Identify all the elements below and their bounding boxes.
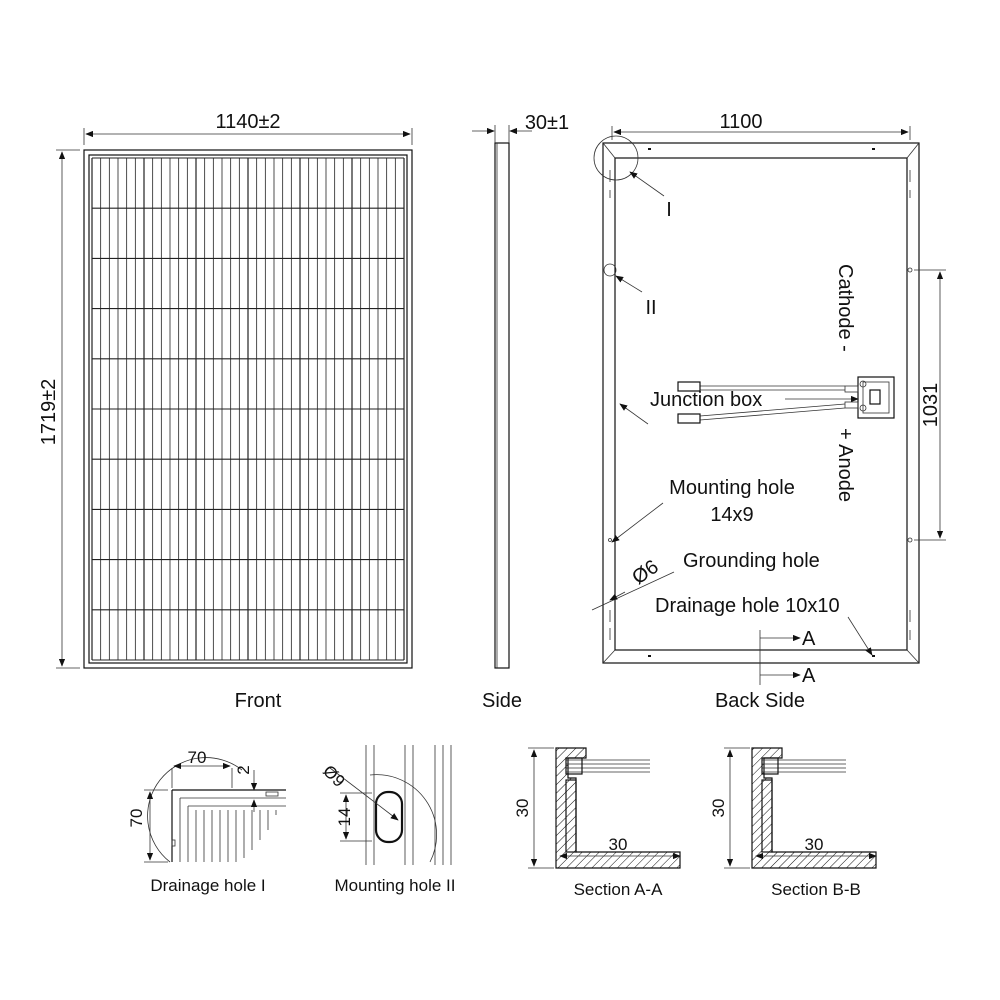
section-mark-a-top: A: [802, 628, 816, 650]
back-frame-outer: [602, 142, 920, 664]
section-bb-width-dim: 30: [805, 835, 824, 854]
back-width-label: 1100: [719, 111, 762, 133]
front-width-label: 1140±2: [215, 111, 280, 133]
mounting-hole-right-top: [907, 267, 913, 273]
drainage-hole-detail: 70 70 2: [127, 748, 286, 863]
side-view: 30±1: [472, 112, 569, 669]
detail-1-marker: [593, 135, 639, 181]
section-aa-height-dim: 30: [513, 799, 532, 818]
mounting-hole-label: Mounting hole: [669, 477, 795, 499]
drainage-hole-title: Drainage hole I: [150, 876, 265, 895]
cell-grid: [91, 157, 405, 661]
mounting-diameter-dim: Ø9: [319, 761, 348, 790]
side-thickness-label: 30±1: [525, 112, 569, 134]
mounting-hole-detail: 14 Ø9: [319, 745, 452, 865]
mounting-slot: [374, 790, 404, 844]
mounting-hole-title: Mounting hole II: [335, 876, 456, 895]
detail-1-label: I: [666, 199, 672, 221]
junction-box-label: Junction box: [650, 389, 762, 411]
back-view-title: Back Side: [715, 690, 805, 712]
cathode-label: Cathode -: [834, 264, 856, 352]
detail-2-label: II: [645, 297, 656, 319]
mounting-height-dim: 14: [335, 808, 354, 827]
anode-connector: [677, 413, 701, 424]
section-aa: 30 30: [513, 747, 681, 869]
mounting-hole-right-bottom: [907, 537, 913, 543]
side-frame: [494, 142, 510, 669]
front-view-title: Front: [235, 690, 282, 712]
front-frame-outer: [83, 149, 413, 669]
section-aa-title: Section A-A: [574, 880, 663, 899]
section-bb-title: Section B-B: [771, 880, 861, 899]
drainage-width-dim: 70: [188, 748, 207, 767]
grounding-hole-diameter: Ø6: [628, 556, 662, 589]
front-width-dimension: 1140±2: [83, 111, 413, 145]
front-frame-inner: [88, 154, 408, 664]
side-view-title: Side: [482, 690, 522, 712]
cathode-connector: [677, 381, 701, 392]
section-aa-width-dim: 30: [609, 835, 628, 854]
section-bb: 30 30: [709, 747, 877, 869]
detail-2-marker: [603, 263, 617, 277]
front-height-dimension: 1719±2: [38, 149, 80, 669]
section-bb-height-dim: 30: [709, 799, 728, 818]
mount-spacing-label: 1031: [920, 383, 942, 428]
back-frame-inner: [614, 157, 908, 651]
front-height-label: 1719±2: [38, 379, 60, 446]
drainage-hole-label: Drainage hole 10x10: [655, 595, 840, 617]
mount-spacing-dimension: 1031: [914, 269, 946, 541]
anode-label: + Anode: [834, 428, 856, 502]
mounting-hole-size-label: 14x9: [710, 504, 753, 526]
grounding-hole-label: Grounding hole: [683, 550, 820, 572]
back-width-dimension: 1100: [611, 111, 911, 140]
back-view: [593, 135, 920, 664]
section-mark-a-bottom: A: [802, 665, 816, 687]
front-view: [83, 149, 413, 669]
drainage-gap-dim: 2: [234, 765, 253, 774]
drainage-height-dim: 70: [127, 809, 146, 828]
